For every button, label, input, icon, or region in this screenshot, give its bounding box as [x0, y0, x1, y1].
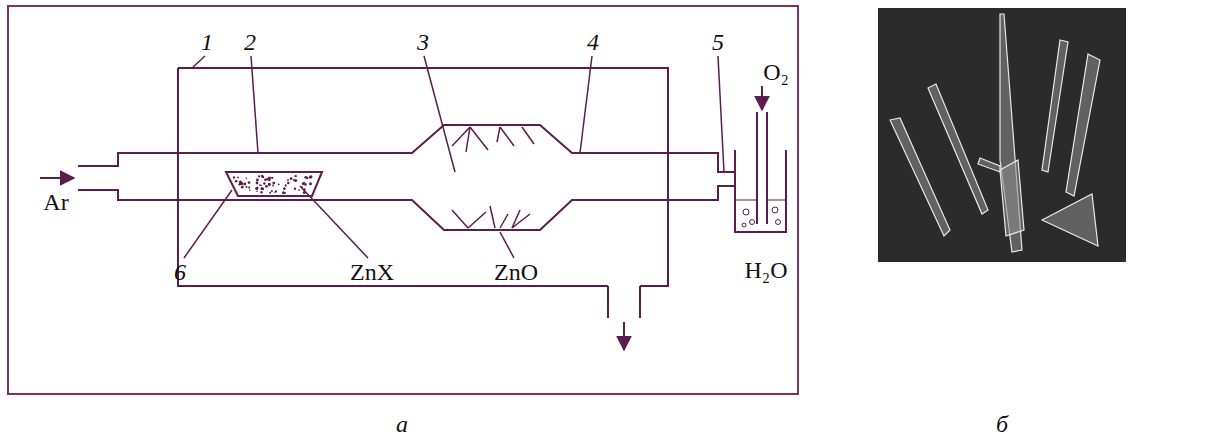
powder-dot	[269, 192, 271, 194]
callout-number: 5	[712, 30, 724, 54]
powder-dot	[261, 187, 264, 190]
powder-dot	[303, 188, 305, 190]
powder-dot	[294, 179, 297, 182]
powder-dot	[298, 189, 300, 191]
powder-dot	[284, 192, 286, 194]
powder-dot	[241, 186, 243, 188]
powder-dot	[283, 188, 285, 190]
callout-number: 3	[417, 30, 429, 54]
powder-dot	[256, 190, 258, 192]
powder-dot	[256, 179, 259, 182]
powder-dot	[302, 183, 305, 186]
powder-dot	[271, 177, 273, 179]
powder-dot	[248, 187, 250, 189]
powder-dot	[287, 182, 290, 185]
callout-number: 6	[174, 260, 186, 284]
powder-dot	[309, 176, 311, 178]
gas-label: Ar	[43, 190, 68, 214]
powder-dot	[258, 175, 260, 177]
powder-dot	[278, 183, 280, 185]
powder-dot	[266, 178, 268, 180]
powder-dot	[294, 188, 296, 190]
powder-dot	[285, 184, 287, 186]
powder-dot	[272, 185, 274, 187]
powder-dot	[290, 177, 293, 180]
powder-dot	[233, 176, 235, 178]
panel-caption: б	[996, 412, 1008, 436]
liquid-label: H₂O	[744, 258, 787, 282]
powder-dot	[264, 178, 267, 181]
powder-dot	[261, 175, 264, 178]
powder-dot	[275, 190, 277, 192]
material-label: ZnX	[350, 260, 394, 284]
powder-dot	[256, 182, 259, 185]
powder-dot	[239, 182, 242, 185]
powder-dot	[287, 179, 289, 181]
callout-number: 4	[587, 30, 599, 54]
powder-dot	[242, 186, 244, 188]
powder-dot	[248, 181, 251, 184]
powder-dot	[255, 187, 258, 190]
powder-dot	[274, 192, 276, 194]
powder-dot	[268, 183, 270, 185]
panel-caption: а	[396, 412, 408, 436]
powder-dot	[283, 187, 285, 189]
powder-dot	[301, 186, 303, 188]
powder-dot	[235, 180, 238, 183]
callout-number: 2	[244, 30, 256, 54]
callout-number: 1	[201, 30, 213, 54]
powder-dot	[262, 176, 264, 178]
gas-label: O₂	[763, 60, 789, 84]
powder-dot	[243, 183, 246, 186]
powder-dot	[265, 185, 268, 188]
material-label: ZnO	[494, 260, 538, 284]
powder-dot	[249, 189, 251, 191]
powder-dot	[268, 183, 271, 186]
powder-dot	[259, 184, 261, 186]
powder-dot	[271, 190, 273, 192]
powder-dot	[309, 175, 312, 178]
powder-dot	[303, 182, 306, 185]
powder-dot	[260, 191, 262, 193]
powder-dot	[295, 175, 297, 177]
powder-dot	[263, 182, 265, 184]
powder-dot	[237, 177, 239, 179]
powder-dot	[272, 182, 275, 185]
powder-dot	[303, 191, 306, 194]
powder-dot	[246, 178, 248, 180]
powder-dot	[306, 177, 309, 180]
powder-dot	[309, 182, 312, 185]
powder-dot	[246, 186, 248, 188]
